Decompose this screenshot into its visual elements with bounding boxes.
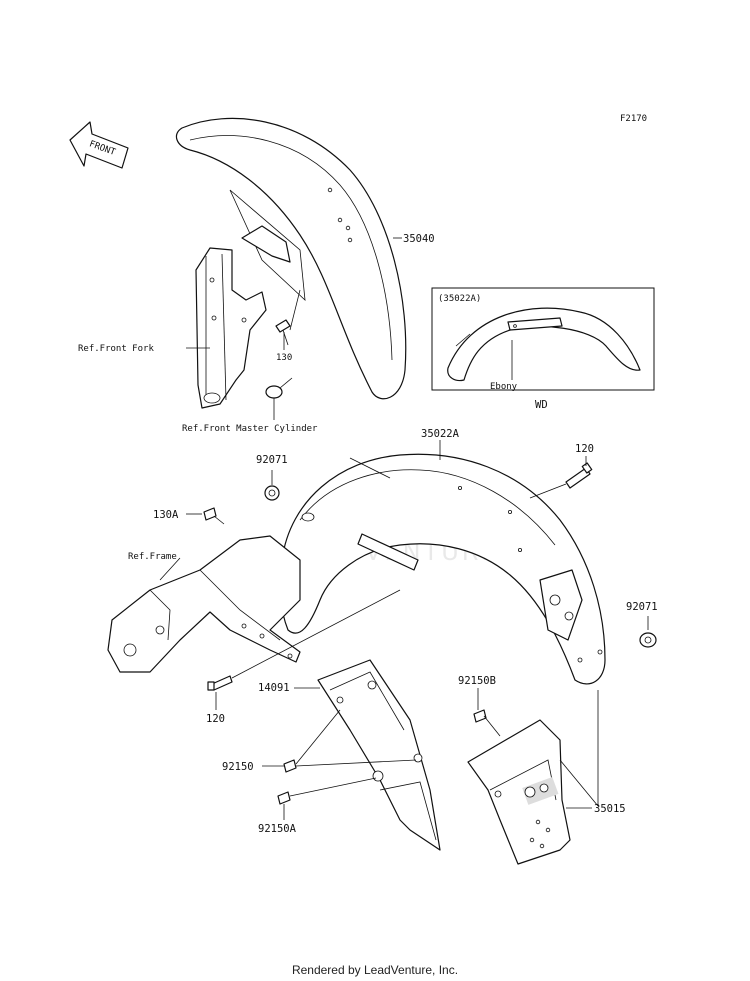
bracket-35015[interactable] [467, 719, 571, 865]
grommet-92071-right-icon[interactable] [639, 632, 657, 648]
bolt-120-top-icon[interactable] [565, 462, 593, 489]
label-ref-front-master-cylinder: Ref.Front Master Cylinder [182, 424, 318, 434]
bolt-92150-icon[interactable] [283, 759, 297, 773]
inset-color-label: Ebony [490, 382, 518, 392]
diagram-code: F2170 [620, 114, 647, 124]
inset-variant-label: WD [535, 399, 548, 411]
label-92071-right: 92071 [626, 601, 658, 613]
label-ref-frame: Ref.Frame [128, 552, 177, 562]
label-35015: 35015 [594, 803, 626, 815]
bolt-130a-icon[interactable] [203, 507, 225, 525]
footer-credit: Rendered by LeadVenture, Inc. [291, 963, 459, 977]
label-92150a: 92150A [258, 823, 297, 835]
bolt-120-bottom-icon[interactable] [207, 675, 233, 691]
label-ref-front-fork: Ref.Front Fork [78, 344, 154, 354]
label-92150: 92150 [222, 761, 254, 773]
label-35040: 35040 [403, 233, 435, 245]
label-120-bottom: 120 [206, 713, 225, 725]
bolt-92150a-icon[interactable] [277, 791, 291, 805]
label-92150b: 92150B [458, 675, 496, 687]
frame-ref [107, 535, 301, 673]
label-120-top: 120 [575, 443, 594, 455]
grommet-92071-top-icon[interactable] [264, 485, 280, 501]
inset-part-ref: (35022A) [438, 294, 481, 304]
label-35022a: 35022A [421, 428, 460, 440]
flap-14091[interactable] [317, 659, 441, 851]
bolt-92150b-icon[interactable] [473, 709, 501, 737]
label-130: 130 [276, 353, 292, 363]
rear-fender-35022a[interactable] [279, 453, 606, 685]
master-cylinder-mount-ref [265, 377, 293, 399]
front-fork-ref [195, 247, 267, 409]
front-fender-35040[interactable] [175, 117, 407, 400]
label-130a: 130A [153, 509, 179, 521]
bolt-130-icon[interactable] [275, 319, 291, 346]
label-92071-top: 92071 [256, 454, 288, 466]
variant-inset: (35022A) Ebony [431, 287, 655, 392]
front-arrow-icon: FRONT [69, 121, 129, 169]
label-14091: 14091 [258, 682, 290, 694]
